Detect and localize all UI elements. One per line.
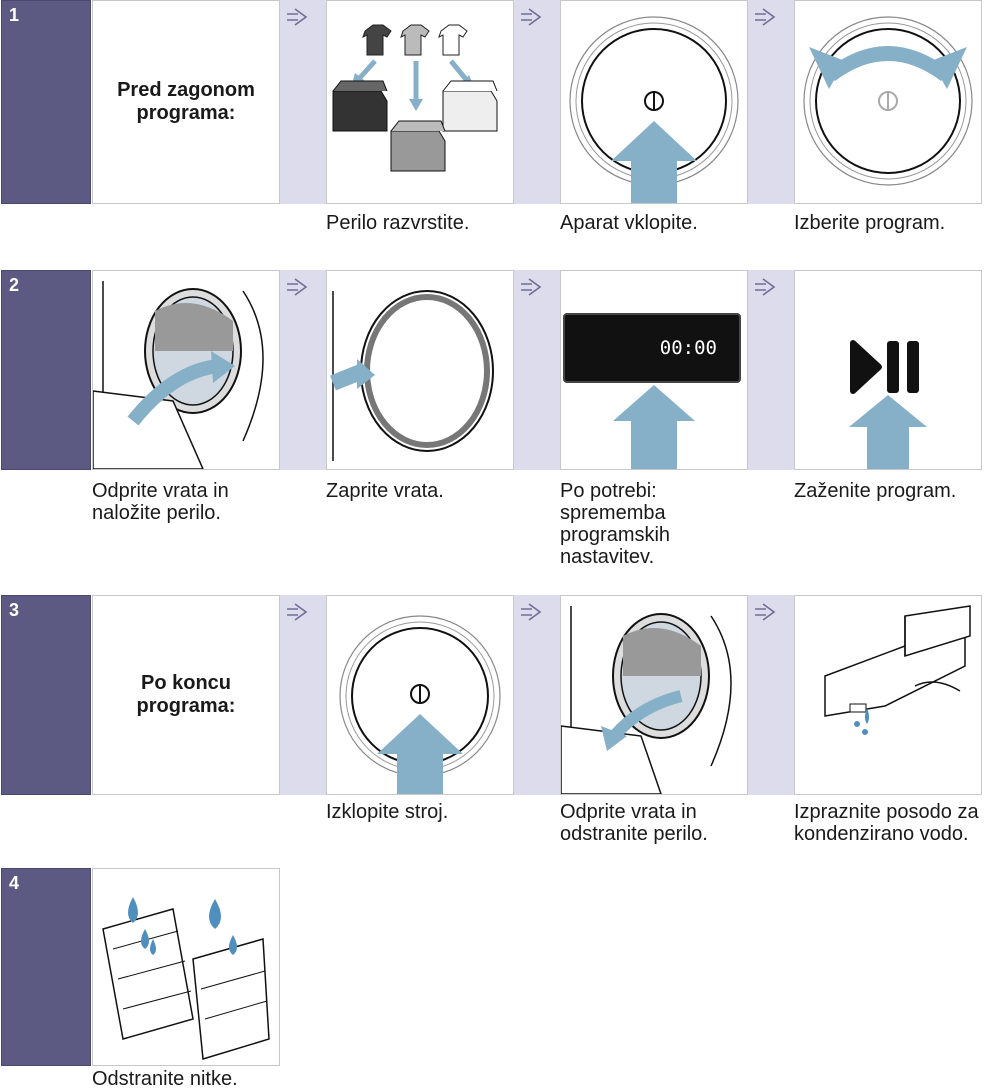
power-button-icon <box>339 615 501 794</box>
step-4: 4 Odstranite nitke. <box>0 868 985 1090</box>
step-number: 1 <box>9 5 20 25</box>
step-3: 3 Po koncu programa: <box>0 595 985 845</box>
illustration-power-on <box>560 0 748 204</box>
separator <box>514 0 560 204</box>
next-arrow-icon <box>521 8 542 26</box>
next-arrow-icon <box>755 278 776 296</box>
step-number: 2 <box>9 275 20 295</box>
next-arrow-icon <box>521 603 542 621</box>
step-intro-text: Pred zagonom programa: <box>117 79 255 124</box>
illustration-close-door <box>326 270 514 470</box>
up-arrow-icon <box>613 385 695 469</box>
power-button-icon <box>569 16 739 203</box>
step-caption: Odprite vrata in odstranite perilo. <box>560 801 708 845</box>
program-dial-icon <box>803 16 973 186</box>
illustration-clean-filter <box>92 868 280 1066</box>
step-number-box: 4 <box>1 868 91 1066</box>
illustration-display: 00:00 <box>560 270 748 470</box>
step-intro-cell: Pred zagonom programa: <box>92 0 280 204</box>
illustration-power-off <box>326 595 514 795</box>
step-number: 3 <box>9 600 20 620</box>
separator <box>280 0 326 204</box>
sort-laundry-icon <box>332 24 498 172</box>
next-arrow-icon <box>521 278 542 296</box>
display-panel: 00:00 <box>563 313 741 383</box>
step-caption: Izklopite stroj. <box>326 801 449 823</box>
separator <box>748 270 794 470</box>
step-number: 4 <box>9 873 20 893</box>
illustration-select-program <box>794 0 982 204</box>
next-arrow-icon <box>755 8 776 26</box>
step-caption: Odstranite nitke. <box>92 1068 238 1090</box>
step-intro-cell: Po koncu programa: <box>92 595 280 795</box>
lint-filter-icon <box>102 897 270 1060</box>
step-intro-text: Po koncu programa: <box>136 672 236 717</box>
step-caption: Izberite program. <box>794 212 946 234</box>
step-caption: Izpraznite posodo za kondenzirano vodo. <box>794 801 979 845</box>
next-arrow-icon <box>287 278 308 296</box>
step-caption: Zaprite vrata. <box>326 480 444 502</box>
separator <box>514 270 560 470</box>
step-number-box: 3 <box>1 595 91 795</box>
step-2: 2 00:00 <box>0 270 985 568</box>
next-arrow-icon <box>287 603 308 621</box>
display-value: 00:00 <box>659 337 717 359</box>
separator <box>514 595 560 795</box>
next-arrow-icon <box>755 603 776 621</box>
load-laundry-icon <box>93 281 264 469</box>
separator <box>748 595 794 795</box>
next-arrow-icon <box>287 8 308 26</box>
illustration-start <box>794 270 982 470</box>
unload-laundry-icon <box>561 606 732 794</box>
start-pause-icon <box>849 340 927 469</box>
step-caption: Aparat vklopite. <box>560 212 698 234</box>
step-caption: Po potrebi: sprememba programskih nastav… <box>560 480 671 568</box>
separator <box>748 0 794 204</box>
step-number-box: 2 <box>1 270 91 470</box>
step-number-box: 1 <box>1 0 91 204</box>
separator <box>280 595 326 795</box>
illustration-empty-container <box>794 595 982 795</box>
close-door-icon <box>330 290 494 461</box>
water-container-icon <box>824 605 971 735</box>
step-1: 1 Pred zagonom programa: <box>0 0 985 234</box>
illustration-open-load <box>92 270 280 470</box>
illustration-unload <box>560 595 748 795</box>
illustration-sort-laundry <box>326 0 514 204</box>
step-caption: Perilo razvrstite. <box>326 212 470 234</box>
step-caption: Odprite vrata in naložite perilo. <box>92 480 229 524</box>
step-caption: Zaženite program. <box>794 480 957 502</box>
separator <box>280 270 326 470</box>
